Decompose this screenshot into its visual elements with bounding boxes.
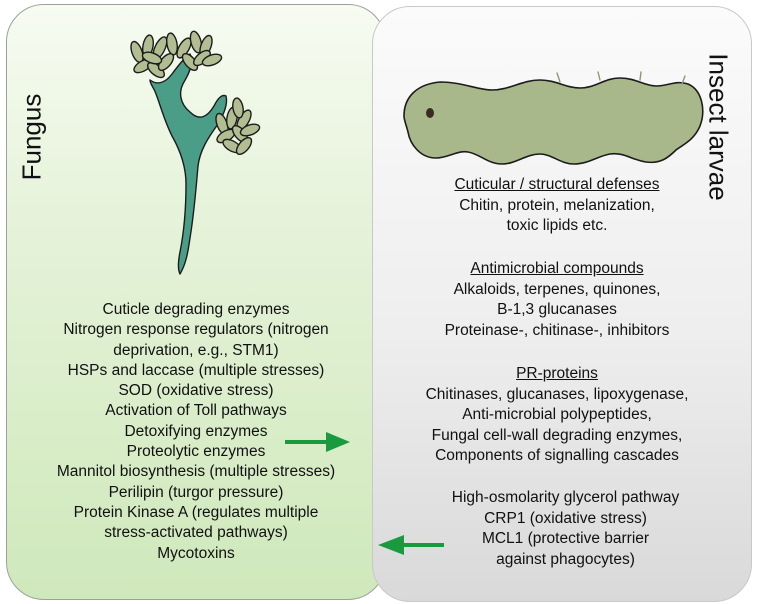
section-heading: Antimicrobial compounds: [470, 260, 644, 277]
section-heading: PR-proteins: [516, 365, 598, 382]
fungus-item: Cuticle degrading enzymes: [102, 301, 290, 318]
fungus-item: stress-activated pathways): [104, 524, 288, 542]
section-line: Chitinases, glucanases, lipoxygenase,: [425, 385, 689, 403]
section-line: Fungal cell-wall degrading enzymes,: [431, 426, 683, 444]
pathway-item: MCL1 (protective barrier: [481, 530, 650, 547]
section-line: toxic lipids etc.: [506, 217, 608, 234]
fungus-item: deprivation, e.g., STM1): [113, 341, 279, 359]
left-arrow-icon: [378, 535, 444, 555]
pathway-item: against phagocytes): [496, 550, 635, 568]
right-arrow-icon: [285, 432, 350, 452]
fungus-panel: [6, 4, 386, 600]
section-line: Anti-microbial polypeptides,: [462, 406, 652, 423]
fungal-pathways-list: High-osmolarity glycerol pathway CRP1 (o…: [383, 488, 748, 570]
section-line: B-1,3 glucanases: [497, 301, 617, 318]
pathway-item: CRP1 (oxidative stress): [484, 509, 647, 527]
fungus-item: Mycotoxins: [157, 544, 235, 562]
pr-proteins-section: PR-proteins Chitinases, glucanases, lipo…: [372, 364, 742, 467]
cuticular-defenses-section: Cuticular / structural defenses Chitin, …: [372, 175, 742, 237]
section-line: Chitin, protein, melanization,: [459, 196, 655, 214]
fungus-item: Proteolytic enzymes: [126, 443, 266, 461]
section-line: Components of signalling cascades: [435, 447, 679, 464]
fungus-item: HSPs and laccase (multiple stresses): [67, 361, 325, 379]
fungus-item: Nitrogen response regulators (nitrogen: [63, 321, 329, 339]
pathway-item: High-osmolarity glycerol pathway: [451, 489, 680, 506]
fungus-item: Detoxifying enzymes: [124, 422, 268, 440]
section-line: Proteinase-, chitinase-, inhibitors: [444, 321, 670, 339]
section-line: Alkaloids, terpenes, quinones,: [453, 280, 661, 298]
larva-body: [403, 77, 704, 165]
antimicrobial-compounds-section: Antimicrobial compounds Alkaloids, terpe…: [372, 259, 742, 341]
fungus-item: SOD (oxidative stress): [118, 382, 274, 400]
fungus-item: Activation of Toll pathways: [105, 402, 287, 420]
section-heading: Cuticular / structural defenses: [454, 176, 660, 193]
larva-eye: [426, 108, 434, 118]
fungus-factor-list: Cuticle degrading enzymes Nitrogen respo…: [14, 300, 378, 564]
fungus-item: Perilipin (turgor pressure): [108, 483, 284, 501]
fungus-item: Mannitol biosynthesis (multiple stresses…: [56, 463, 336, 481]
fungus-item: Protein Kinase A (regulates multiple: [73, 503, 319, 521]
